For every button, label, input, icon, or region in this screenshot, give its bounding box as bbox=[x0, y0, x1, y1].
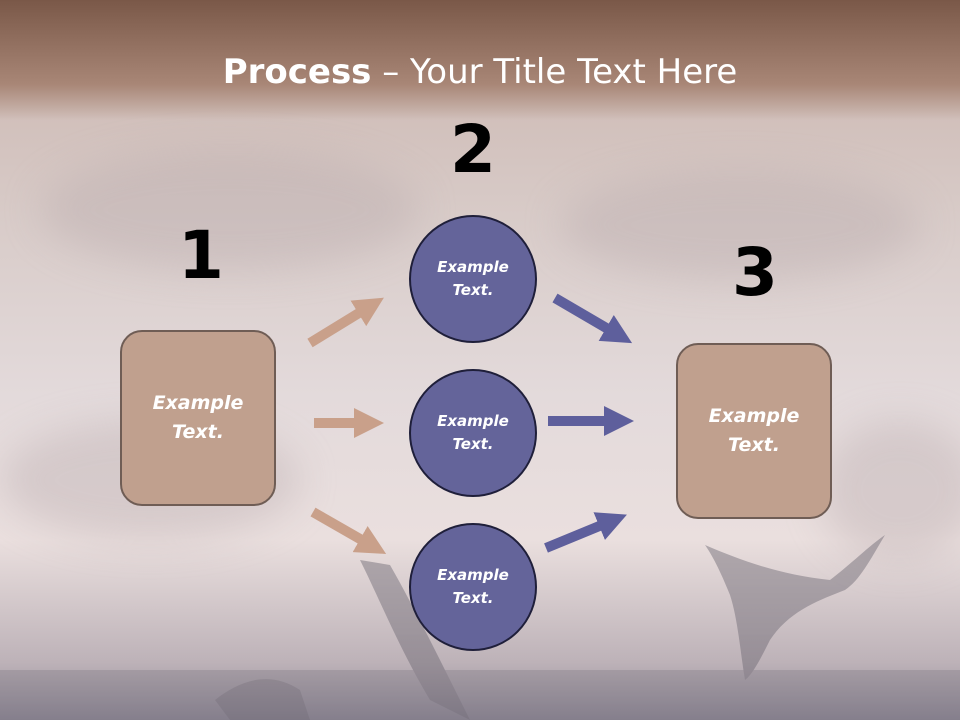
arrow-box1-to-circle3 bbox=[310, 507, 387, 554]
step-number-1: 1 bbox=[178, 217, 224, 294]
cloud-decoration bbox=[560, 170, 920, 280]
box-label: Example Text. bbox=[152, 392, 244, 443]
circle-label: Example Text. bbox=[437, 258, 509, 299]
circle-label: Example Text. bbox=[437, 412, 509, 453]
process-box-step-3: Example Text. bbox=[676, 343, 832, 519]
arrow-circle1-to-box3 bbox=[552, 293, 633, 344]
title-bold: Process bbox=[222, 52, 372, 92]
process-circle-2: Example Text. bbox=[409, 369, 537, 497]
header-band bbox=[0, 0, 960, 120]
title-rest: – Your Title Text Here bbox=[371, 52, 738, 92]
cloud-decoration bbox=[820, 420, 960, 560]
slide-title: Process – Your Title Text Here bbox=[0, 52, 960, 92]
cloud-decoration bbox=[40, 150, 420, 270]
process-circle-1: Example Text. bbox=[409, 215, 537, 343]
process-box-step-1: Example Text. bbox=[120, 330, 276, 506]
circle-label: Example Text. bbox=[437, 566, 509, 607]
step-number-2: 2 bbox=[450, 111, 496, 188]
arrow-box1-to-circle1 bbox=[307, 297, 384, 348]
box-label: Example Text. bbox=[708, 405, 800, 456]
step-number-3: 3 bbox=[732, 234, 778, 311]
process-circle-3: Example Text. bbox=[409, 523, 537, 651]
arrow-circle3-to-box3 bbox=[544, 512, 627, 553]
